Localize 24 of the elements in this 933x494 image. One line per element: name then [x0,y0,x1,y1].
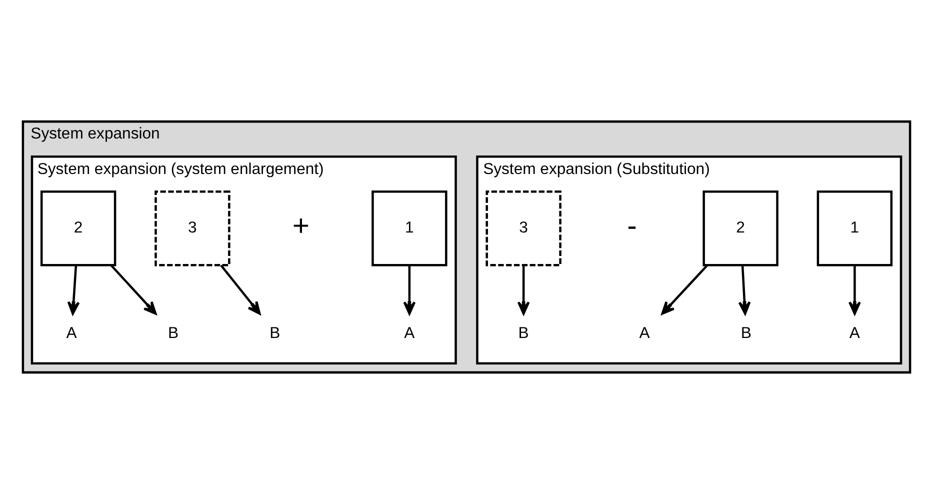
label: + [292,209,310,242]
arrow [110,264,157,315]
node-box: 1 [372,190,448,266]
node-text: A [849,325,860,342]
arrow [738,265,751,315]
node-text: A [66,325,77,342]
node-box: 2 [40,190,116,266]
arrow [661,264,708,315]
node-text: A [639,325,650,342]
arrow [220,264,261,315]
arrow [848,265,861,315]
arrow [517,265,530,315]
node-text: B [270,325,280,342]
node-box: 2 [702,190,778,266]
node-box: 3 [154,190,230,266]
node-box: 1 [816,190,893,266]
label: - [627,209,637,242]
arrow [67,265,80,315]
node-text: A [404,325,415,342]
arrow [403,265,416,315]
node-text: B [168,325,179,342]
node-text: B [740,325,752,342]
node-text: B [518,325,529,342]
node-box: 3 [486,190,562,266]
